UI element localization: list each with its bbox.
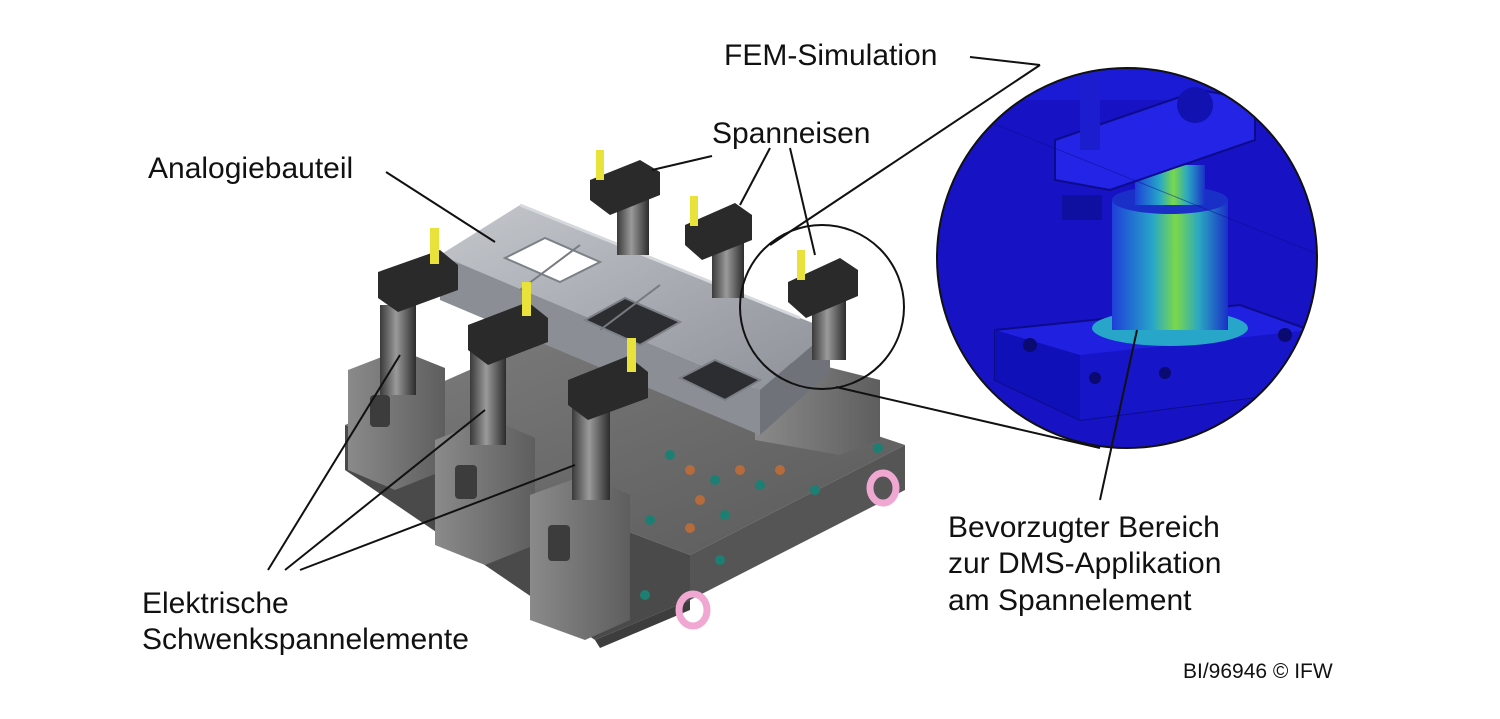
clamp-element-front [568,338,648,500]
label-fem-simulation: FEM-Simulation [724,39,938,72]
zoom-lines [769,64,1101,449]
label-analogiebauteil: Analogiebauteil [148,152,354,185]
clamp-block-left [348,350,445,490]
clamp-element-back-left [590,150,660,255]
label-bereich-line2: zur DMS-Applikation [948,547,1222,580]
label-elektrische-line2: Schwenkspannelemente [142,623,469,656]
ring-bolt-front [675,590,711,630]
clamp-element-back-middle [685,196,752,298]
label-bereich-line1: Bevorzugter Bereich [948,511,1220,544]
clamp-element-back-right [788,250,858,360]
leader-lines [267,56,1138,571]
image-credit: BI/96946 © IFW [1183,660,1333,683]
detail-circle [739,224,905,390]
clamp-element-middle [468,282,548,445]
label-elektrische-line1: Elektrische [142,587,289,620]
clamp-block-middle [435,418,535,565]
clamp-element-left [378,228,458,395]
clamp-block-front [530,475,630,640]
ring-bolt-right [866,469,900,507]
label-spanneisen: Spanneisen [712,117,871,150]
fem-detail [936,67,1318,449]
label-bereich-line3: am Spannelement [948,584,1192,617]
